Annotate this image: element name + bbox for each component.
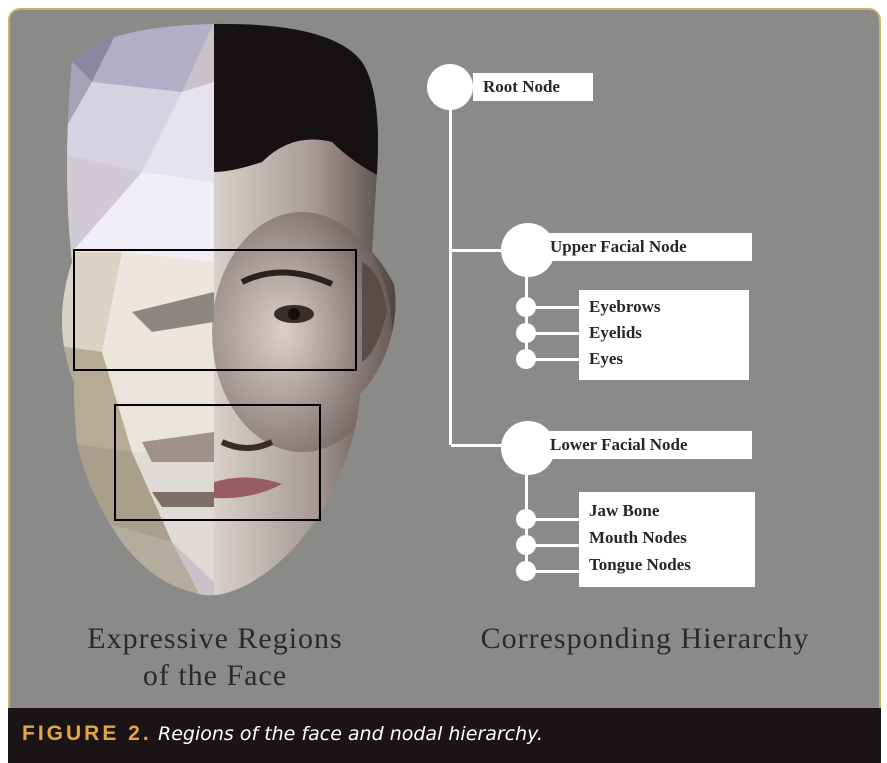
figure-caption-label: FIGURE 2.	[22, 722, 152, 745]
lower-facial-node-label: Lower Facial Node	[540, 431, 752, 459]
jaw-bone-node-circle	[516, 509, 536, 529]
lower-region-box	[114, 404, 321, 521]
mouth-nodes-node-circle	[516, 535, 536, 555]
eyebrows-label: Eyebrows	[589, 297, 661, 316]
eyes-node-circle	[516, 349, 536, 369]
figure-panel: Root Node Upper Facial Node Eyebrows Eye…	[8, 8, 881, 720]
lower-branch-line	[451, 444, 511, 447]
eyelids-label: Eyelids	[589, 323, 642, 342]
eyelids-node-circle	[516, 323, 536, 343]
left-caption-line2: of the Face	[142, 659, 288, 692]
eyebrows-node-circle	[516, 297, 536, 317]
face-image	[62, 23, 396, 596]
jaw-bone-label: Jaw Bone	[589, 501, 660, 520]
right-caption: Corresponding Hierarchy	[420, 620, 870, 657]
root-node-circle	[427, 64, 473, 110]
lower-children-box: Jaw Bone Mouth Nodes Tongue Nodes	[579, 492, 755, 587]
trunk-line	[449, 90, 452, 445]
root-node-label: Root Node	[473, 73, 593, 101]
face-illustration	[32, 22, 412, 622]
left-caption-line1: Expressive Regions	[87, 622, 343, 655]
tongue-nodes-label: Tongue Nodes	[589, 555, 691, 574]
eyes-label: Eyes	[589, 349, 623, 368]
figure-caption-text: Regions of the face and nodal hierarchy.	[158, 723, 543, 745]
left-caption: Expressive Regions of the Face	[20, 620, 410, 694]
mouth-nodes-label: Mouth Nodes	[589, 528, 687, 547]
upper-children-box: Eyebrows Eyelids Eyes	[579, 290, 749, 380]
tongue-nodes-node-circle	[516, 561, 536, 581]
right-caption-line1: Corresponding Hierarchy	[480, 622, 810, 655]
figure-caption-bar: FIGURE 2. Regions of the face and nodal …	[8, 708, 881, 763]
upper-branch-line	[451, 249, 511, 252]
upper-facial-node-label: Upper Facial Node	[540, 233, 752, 261]
upper-children-line	[525, 275, 528, 359]
upper-region-box	[73, 249, 357, 371]
